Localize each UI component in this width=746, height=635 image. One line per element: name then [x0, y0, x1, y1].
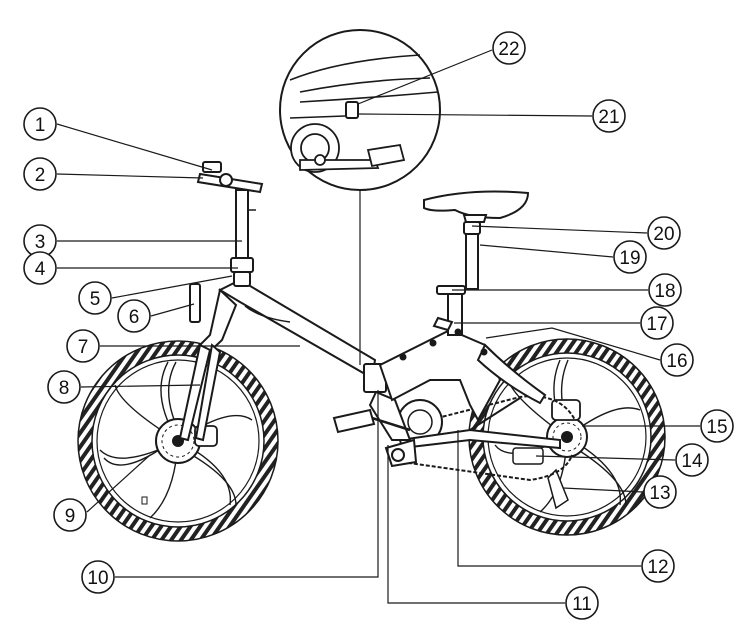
callout-circle	[647, 216, 681, 250]
rear-frame	[378, 328, 502, 423]
callout-circle	[81, 560, 115, 594]
callout-circle	[47, 370, 81, 404]
top-tube	[217, 278, 377, 380]
seat-tube	[447, 289, 463, 336]
leader-lines	[56, 49, 700, 604]
inset-crank	[299, 159, 380, 171]
callout-label: 3	[35, 232, 46, 253]
callout-label: 16	[666, 351, 687, 372]
callout-circle	[675, 443, 709, 477]
callout-13: 13	[643, 475, 677, 509]
callout-circle	[641, 549, 675, 583]
callout-9: 9	[53, 498, 87, 532]
callout-22: 22	[492, 31, 526, 65]
callout-label: 9	[65, 506, 76, 527]
saddle-assembly	[423, 190, 530, 290]
rear-hub	[561, 431, 573, 443]
callout-circle	[592, 99, 626, 133]
stem-clamp	[230, 257, 254, 273]
detail-inset	[279, 29, 441, 191]
callout-label: 13	[649, 483, 670, 504]
inset-sensor	[345, 101, 359, 119]
callout-label: 10	[87, 568, 108, 589]
head-tube	[198, 288, 238, 357]
quick-release-lever	[189, 283, 201, 323]
callout-label: 4	[35, 259, 46, 280]
stem-post	[235, 189, 249, 261]
callout-11: 11	[565, 586, 599, 620]
callout-label: 8	[59, 378, 70, 399]
callout-14: 14	[675, 443, 709, 477]
callout-label: 20	[653, 224, 674, 245]
callout-19: 19	[613, 240, 647, 274]
callout-circle	[643, 475, 677, 509]
callout-circle	[117, 299, 151, 333]
callout-16: 16	[660, 343, 694, 377]
callout-21: 21	[592, 99, 626, 133]
callout-circle	[640, 306, 674, 340]
callout-circle	[613, 240, 647, 274]
callout-label: 21	[598, 107, 619, 128]
callout-label: 1	[35, 115, 46, 136]
callout-20: 20	[647, 216, 681, 250]
callout-circle	[492, 31, 526, 65]
seatpost	[465, 233, 479, 290]
callout-circle	[66, 329, 100, 363]
callout-circle	[23, 107, 57, 141]
callout-circle	[660, 343, 694, 377]
seatpost-clamp	[463, 221, 481, 235]
callout-label: 11	[572, 594, 592, 615]
callout-circle	[565, 586, 599, 620]
callout-label: 17	[646, 314, 667, 335]
fork-right	[194, 343, 222, 442]
inset-pedal	[366, 143, 406, 168]
callout-4: 4	[23, 251, 57, 285]
seat-stay	[476, 343, 547, 405]
callout-label: 5	[90, 289, 101, 310]
callout-circle	[700, 409, 734, 443]
callout-circle	[23, 157, 57, 191]
callout-label: 7	[78, 337, 89, 358]
callout-18: 18	[648, 273, 682, 307]
callout-circle	[78, 281, 112, 315]
front-wheel	[77, 340, 279, 542]
callout-12: 12	[641, 549, 675, 583]
callout-label: 18	[654, 281, 675, 302]
callout-label: 12	[647, 557, 668, 578]
callout-8: 8	[47, 370, 81, 404]
callout-label: 22	[498, 39, 519, 60]
callout-6: 6	[117, 299, 151, 333]
drivetrain	[397, 395, 576, 482]
callout-circle	[23, 251, 57, 285]
callout-5: 5	[78, 281, 112, 315]
bell	[219, 173, 233, 187]
brake-lever	[202, 161, 222, 173]
callout-7: 7	[66, 329, 100, 363]
callout-label: 14	[681, 451, 703, 472]
left-pedal	[332, 408, 376, 434]
rear-brake-caliper	[551, 399, 581, 421]
saddle	[423, 190, 530, 220]
callout-15: 15	[700, 409, 734, 443]
callout-label: 6	[129, 307, 140, 328]
fork-left	[178, 343, 212, 442]
callout-1: 1	[23, 107, 57, 141]
callout-17: 17	[640, 306, 674, 340]
callout-label: 15	[706, 417, 727, 438]
callout-label: 19	[619, 248, 640, 269]
handlebar-assembly	[189, 161, 264, 323]
callout-circle	[648, 273, 682, 307]
callout-circle	[53, 498, 87, 532]
callout-2: 2	[23, 157, 57, 191]
callout-10: 10	[81, 560, 115, 594]
callout-label: 2	[35, 165, 46, 186]
